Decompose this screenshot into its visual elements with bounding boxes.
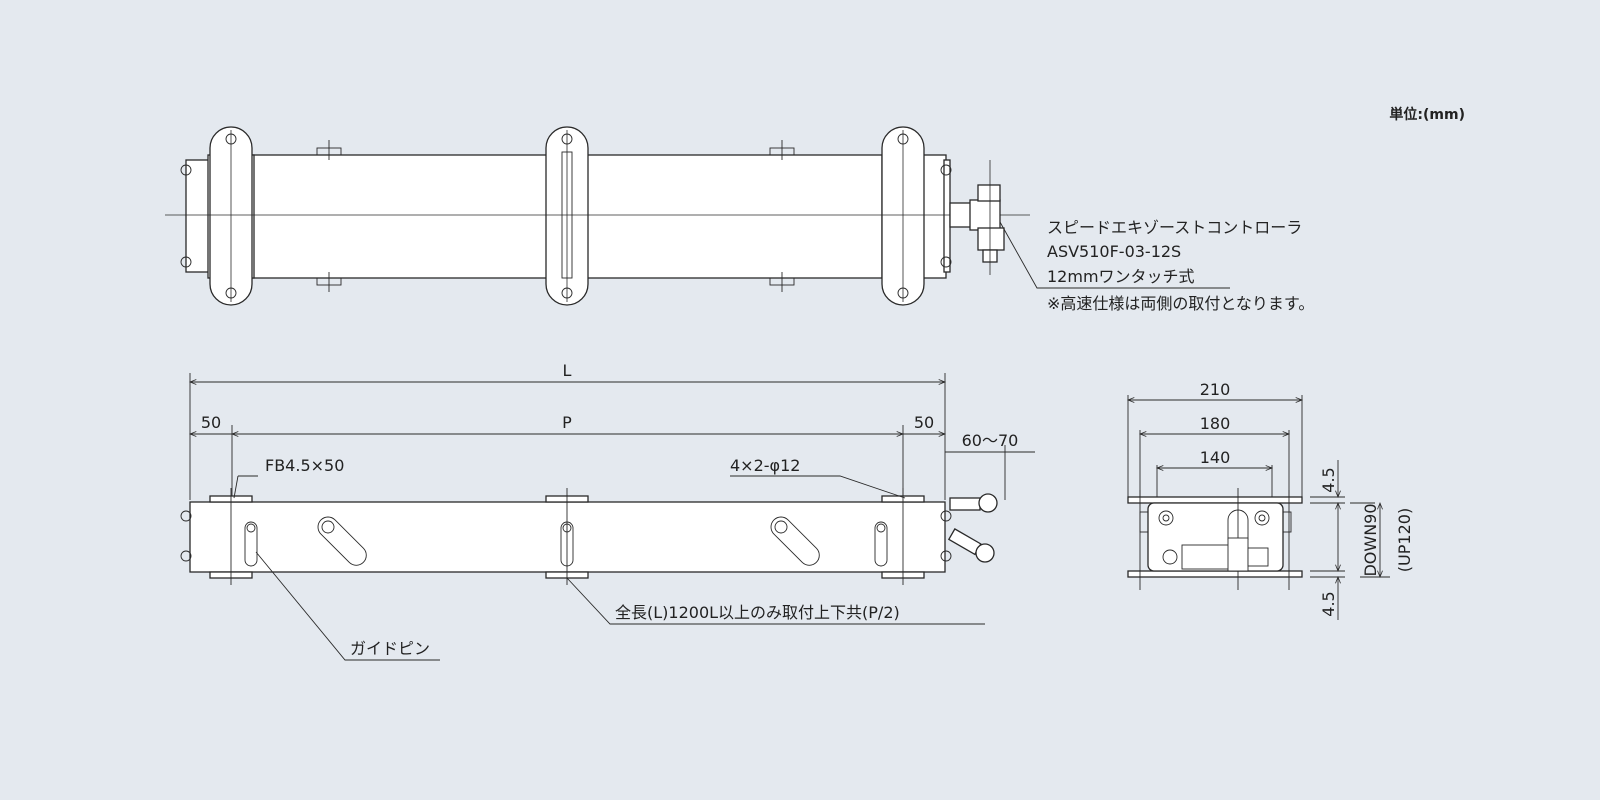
bracket-right bbox=[881, 126, 925, 306]
dim-down-90: DOWN90 bbox=[1361, 503, 1380, 576]
dim-L: L bbox=[563, 361, 572, 380]
flat-bar-label: FB4.5×50 bbox=[265, 456, 344, 475]
dim-bottom-4-5: 4.5 bbox=[1319, 591, 1338, 616]
dim-right-50: 50 bbox=[914, 413, 934, 432]
dim-up-120: (UP120) bbox=[1395, 508, 1414, 572]
dim-210: 210 bbox=[1200, 380, 1231, 399]
dim-left-50: 50 bbox=[201, 413, 221, 432]
side-controller bbox=[947, 493, 998, 563]
svg-text:12mmワンタッチ式: 12mmワンタッチ式 bbox=[1047, 267, 1195, 286]
svg-text:ASV510F-03-12S: ASV510F-03-12S bbox=[1047, 242, 1181, 261]
high-speed-note: ※高速仕様は両側の取付となります。 bbox=[1047, 294, 1314, 313]
dim-180: 180 bbox=[1200, 414, 1231, 433]
top-view: スピードエキゾーストコントローラ ASV510F-03-12S 12mmワンタッ… bbox=[165, 126, 1314, 313]
end-view: 210 180 140 bbox=[1126, 380, 1414, 620]
side-view: L 50 P 50 60～70 bbox=[180, 361, 1035, 661]
dim-140: 140 bbox=[1200, 448, 1231, 467]
unit-label: 単位:(mm) bbox=[1389, 106, 1465, 123]
holes-label: 4×2-φ12 bbox=[730, 456, 800, 475]
controller-callout: スピードエキゾーストコントローラ ASV510F-03-12S 12mmワンタッ… bbox=[1047, 218, 1314, 313]
dim-60-70: 60～70 bbox=[962, 431, 1019, 450]
mount-note: 全長(L)1200L以上のみ取付上下共(P/2) bbox=[615, 603, 900, 622]
dim-P: P bbox=[562, 413, 572, 432]
bracket-left bbox=[209, 126, 253, 306]
exhaust-controller bbox=[949, 184, 1005, 263]
guide-pin-label: ガイドピン bbox=[350, 639, 430, 658]
bracket-middle bbox=[545, 126, 589, 306]
svg-text:スピードエキゾーストコントローラ: スピードエキゾーストコントローラ bbox=[1047, 218, 1302, 237]
dim-top-4-5: 4.5 bbox=[1319, 467, 1338, 492]
